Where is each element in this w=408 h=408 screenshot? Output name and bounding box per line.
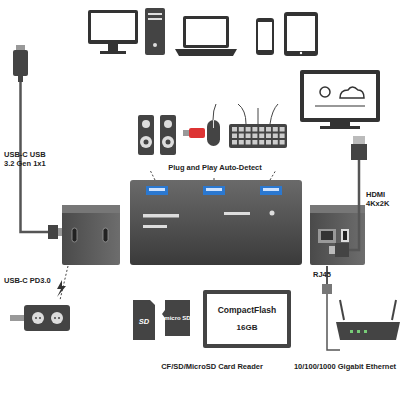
caption-label: 10/100/1000 Gigabit Ethernet (294, 362, 396, 371)
key (280, 127, 285, 132)
tablet (284, 12, 318, 56)
key (266, 134, 271, 139)
speakers (138, 115, 176, 155)
port-label: USB-C USB 3.2 Gen 1x1 (4, 150, 48, 169)
key (252, 140, 257, 145)
usb-c-cable (13, 45, 64, 239)
key (232, 140, 237, 145)
card-outlines (133, 290, 291, 348)
hdmi-cable (329, 136, 367, 257)
card-text: SD (139, 318, 149, 327)
card-text: 16GB (237, 323, 258, 332)
keyboard (229, 104, 287, 148)
key (246, 134, 251, 139)
key (266, 140, 271, 145)
usb-stick (183, 128, 205, 138)
key (273, 134, 278, 139)
key (252, 127, 257, 132)
key (246, 140, 251, 145)
hub-right-module (310, 205, 365, 265)
key (259, 127, 264, 132)
card-text: CompactFlash (218, 306, 277, 316)
key (259, 140, 264, 145)
caption-label: Plug and Play Auto-Detect (168, 163, 261, 172)
compactflash-card: CompactFlash 16GB (207, 294, 287, 344)
key (280, 140, 285, 145)
hub-center-module (130, 180, 302, 265)
hub-left-module (62, 205, 120, 265)
mouse (207, 104, 220, 146)
key (266, 127, 271, 132)
phone (256, 18, 274, 55)
key (239, 134, 244, 139)
sd-card: SD (133, 304, 155, 340)
port-label: HDMI 4Kx2K (366, 190, 404, 209)
key (280, 134, 285, 139)
key (252, 134, 257, 139)
caption-label: CF/SD/MicroSD Card Reader (161, 362, 263, 371)
key (273, 127, 278, 132)
monitor-tower (88, 8, 165, 55)
key (273, 140, 278, 145)
key (246, 127, 251, 132)
router (336, 300, 400, 340)
power-adapter (10, 280, 70, 331)
tv (300, 70, 380, 129)
key (232, 134, 237, 139)
port-label: USB-C PD3.0 (4, 276, 51, 285)
laptop (175, 16, 237, 56)
key (232, 127, 237, 132)
key (239, 127, 244, 132)
microsd-card: micro SD (164, 302, 191, 334)
key (239, 140, 244, 145)
card-text: micro SD (164, 315, 190, 322)
port-label: RJ45 (313, 270, 331, 279)
key (259, 134, 264, 139)
